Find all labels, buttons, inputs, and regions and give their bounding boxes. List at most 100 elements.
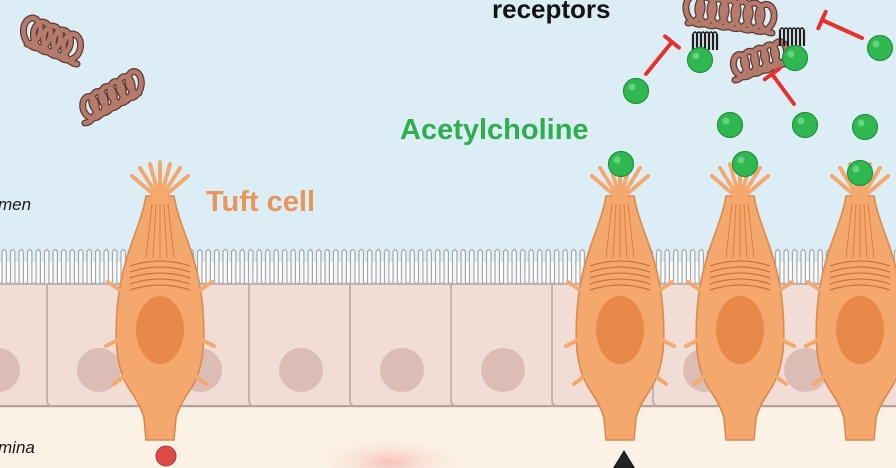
tuft-bristle [738,174,770,202]
molecule-highlight [613,156,621,164]
tuft-process [812,373,828,386]
acetylcholine-molecule-icon [846,159,874,187]
golgi-line [829,260,891,267]
tuft-process [192,373,208,386]
tuft-process [778,280,794,292]
acetylcholine-molecule-icon [622,77,650,105]
molecule-highlight [787,50,795,58]
tuft-cell-label: Tuft cell [206,186,316,218]
tuft-cells [104,160,896,441]
filament-line [605,203,613,259]
molecule-highlight [722,117,730,125]
tuft-process [806,280,822,292]
tuft-process [112,373,128,386]
tuft-process [200,338,216,348]
golgi-line [129,260,191,267]
acetylcholine-molecule-icon [607,150,635,178]
tuft-process [772,373,788,386]
worm-body [21,15,83,67]
tuft-bristle [858,174,890,202]
filament-line [612,203,617,259]
helminth-worm-icon [20,14,145,127]
inhibition-arrow-icon [644,34,681,76]
tuft-cell-icon [684,160,796,441]
receptors-label: receptors [492,0,611,24]
filament-line [743,203,748,259]
inhibition-arrow-icon [816,9,864,40]
golgi-line [829,278,891,285]
lamina-label: mina [0,438,35,457]
epithelial-nucleus [481,348,525,392]
signal-glow [310,436,470,468]
epithelial-nucleus [380,348,424,392]
cell-boundary [450,284,458,407]
golgi-line [709,272,771,279]
filament-line [863,203,868,259]
receptor-icon [778,27,806,46]
tuft-nucleus [716,296,764,364]
inhibition-line [644,40,674,76]
golgi-line [829,284,891,291]
cell-boundary [46,284,54,407]
tuft-process [804,338,820,348]
golgi-line [589,266,651,273]
acetylcholine-molecule-icon [716,111,744,139]
inhibition-line [770,72,796,106]
tuft-process [780,338,796,348]
molecule-highlight [857,119,865,127]
filament-line [845,203,853,259]
tuft-process [104,338,120,348]
inhibition-bar [762,66,782,82]
golgi-line [589,272,651,279]
epithelial-nucleus [77,348,121,392]
signal-dot [155,445,177,467]
cell-boundary [652,284,660,407]
tuft-cell-icon [804,160,896,441]
acetylcholine-molecule-icon [866,34,894,62]
tuft-process [660,338,676,348]
acetylcholine-molecule-icon [791,111,819,139]
cell-boundary [551,284,559,407]
inhibition-line [820,18,864,40]
tuft-cell-icon [104,160,216,441]
epithelial-nucleus [279,348,323,392]
golgi-line [589,278,651,285]
golgi-line [589,260,651,267]
tuft-process [686,280,702,292]
acetylcholine-molecule-icon [851,113,879,141]
golgi-line [129,272,191,279]
golgi-line [129,284,191,291]
inhibition-arrows [644,9,864,106]
molecule-highlight [797,117,805,125]
molecule-highlight [692,52,700,60]
tuft-process [564,338,580,348]
receptor-helix [778,30,806,46]
tuft-process [198,280,214,292]
filament-line [747,203,755,259]
golgi-line [709,278,771,285]
filament-line [725,203,733,259]
acetylcholine-label: Acetylcholine [400,114,589,146]
receptor-icon [691,31,719,50]
golgi-line [709,260,771,267]
filament-line [145,203,153,259]
cell-boundary [349,284,357,407]
receptor-loop [692,31,718,36]
filament-line [627,203,635,259]
filament-line [867,203,875,259]
cell-boundary [248,284,256,407]
worm-body [80,69,144,126]
filament-line [167,203,175,259]
filament-line [623,203,628,259]
golgi-line [829,266,891,273]
tuft-process [684,338,700,348]
filament-line [852,203,857,259]
tuft-process [106,280,122,292]
tuft-bristle [618,174,650,202]
acetylcholine-molecules [607,34,894,187]
acetylcholine-molecule-icon [781,44,809,72]
tuft-nucleus [836,296,884,364]
golgi-line [129,266,191,273]
receptor-helix [691,34,719,50]
